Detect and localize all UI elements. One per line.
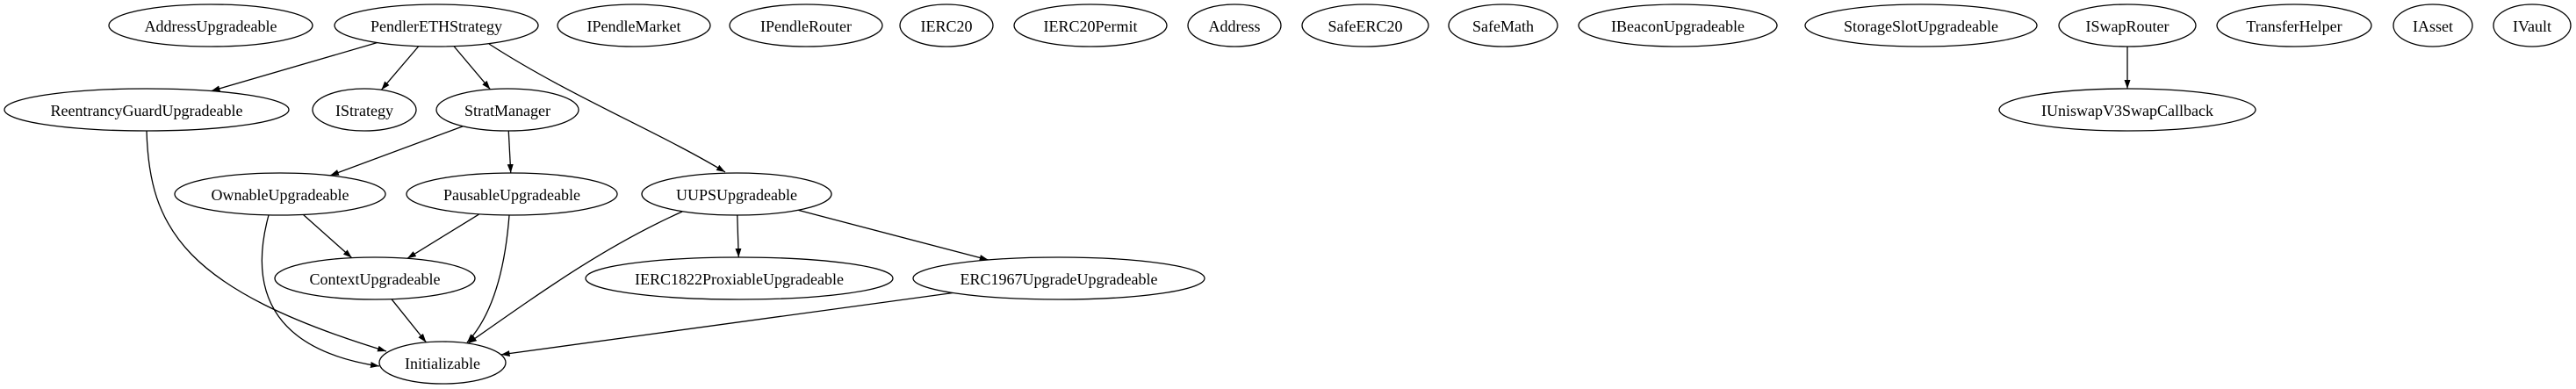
node-ellipse [435,88,579,132]
node-label: IBeaconUpgradeable [1611,18,1745,35]
edge-PendlerETHStrategy-to-StratManager [453,46,491,90]
node-SafeERC20: SafeERC20 [1301,4,1429,47]
nodes: AddressUpgradeable PendlerETHStrategy IPen… [4,4,2572,385]
node-IStrategy: IStrategy [312,88,417,132]
node-label: UUPSUpgradeable [676,186,797,204]
node-label: SafeMath [1472,18,1534,35]
node-label: Address [1209,18,1261,35]
edge-ReentrancyGuardUpgradeable-to-Initializable [146,130,387,352]
node-IERC20Permit: IERC20Permit [1013,4,1168,47]
node-label: PendlerETHStrategy [371,18,502,35]
node-ellipse [1301,4,1429,47]
edge-StratManager-to-PausableUpgradeable [507,130,514,174]
node-label: IVault [2513,18,2551,35]
edge-PendlerETHStrategy-to-UUPSUpgradeable [488,43,726,173]
node-IVault: IVault [2493,4,2572,47]
node-label: ReentrancyGuardUpgradeable [51,102,243,119]
node-ellipse [1013,4,1168,47]
node-ellipse [1578,4,1778,47]
edge-OwnableUpgradeable-to-Initializable [261,214,380,368]
edges [146,41,2131,368]
edge-UUPSUpgradeable-to-IERC1822ProxiableUpgradeable [735,214,742,258]
edge-UUPSUpgradeable-to-ERC1967UpgradeUpgradeable [797,209,989,261]
node-AddressUpgradeable: AddressUpgradeable [108,4,313,47]
node-label: IPendleRouter [760,18,852,35]
edge-PausableUpgradeable-to-ContextUpgradeable [407,213,480,259]
node-label: TransferHelper [2246,18,2342,35]
node-ERC1967UpgradeUpgradeable: ERC1967UpgradeUpgradeable [912,256,1205,300]
node-ellipse [1187,4,1282,47]
edge-ContextUpgradeable-to-Initializable [391,299,427,343]
edge-PausableUpgradeable-to-Initializable [466,214,510,343]
node-ellipse [557,4,711,47]
node-ellipse [899,4,994,47]
node-ellipse [312,88,417,132]
node-PausableUpgradeable: PausableUpgradeable [406,172,618,216]
node-ellipse [729,4,883,47]
node-ellipse [912,256,1205,300]
node-label: IERC20 [920,18,972,35]
node-ellipse [334,4,539,47]
node-ellipse [108,4,313,47]
node-IPendleMarket: IPendleMarket [557,4,711,47]
node-ellipse [2058,4,2197,47]
node-ellipse [1998,88,2256,132]
node-label: IUniswapV3SwapCallback [2041,102,2213,119]
node-IAsset: IAsset [2393,4,2473,47]
node-label: OwnableUpgradeable [212,186,349,204]
node-ReentrancyGuardUpgradeable: ReentrancyGuardUpgradeable [4,88,290,132]
edge-PendlerETHStrategy-to-ReentrancyGuardUpgradeable [211,41,378,92]
node-ellipse [1804,4,2038,47]
edge-OwnableUpgradeable-to-ContextUpgradeable [302,213,353,259]
node-ellipse [2216,4,2372,47]
node-ellipse [585,256,894,300]
node-label: IERC20Permit [1044,18,1138,35]
node-StratManager: StratManager [435,88,579,132]
edge-ERC1967UpgradeUpgradeable-to-Initializable [500,292,953,357]
edge-UUPSUpgradeable-to-Initializable [467,211,683,344]
node-SafeMath: SafeMath [1448,4,1558,47]
node-label: IStrategy [335,102,393,119]
node-ellipse [406,172,618,216]
node-PendlerETHStrategy: PendlerETHStrategy [334,4,539,47]
node-OwnableUpgradeable: OwnableUpgradeable [174,172,386,216]
node-ellipse [174,172,386,216]
node-label: ContextUpgradeable [310,270,441,288]
node-label: IERC1822ProxiableUpgradeable [635,270,844,288]
node-ellipse [641,172,832,216]
node-label: StorageSlotUpgradeable [1844,18,1998,35]
node-label: PausableUpgradeable [443,186,580,204]
node-ellipse [2393,4,2473,47]
node-UUPSUpgradeable: UUPSUpgradeable [641,172,832,216]
node-ContextUpgradeable: ContextUpgradeable [274,256,476,300]
node-label: ERC1967UpgradeUpgradeable [961,270,1158,288]
node-ellipse [2493,4,2572,47]
node-TransferHelper: TransferHelper [2216,4,2372,47]
node-ISwapRouter: ISwapRouter [2058,4,2197,47]
node-label: IAsset [2413,18,2453,35]
node-label: StratManager [464,102,550,119]
node-Address: Address [1187,4,1282,47]
node-ellipse [378,341,507,385]
node-IPendleRouter: IPendleRouter [729,4,883,47]
node-IERC20: IERC20 [899,4,994,47]
node-label: SafeERC20 [1328,18,1403,35]
node-label: ISwapRouter [2086,18,2169,35]
node-StorageSlotUpgradeable: StorageSlotUpgradeable [1804,4,2038,47]
node-IUniswapV3SwapCallback: IUniswapV3SwapCallback [1998,88,2256,132]
node-ellipse [274,256,476,300]
edge-PendlerETHStrategy-to-IStrategy [380,46,420,90]
node-IERC1822ProxiableUpgradeable: IERC1822ProxiableUpgradeable [585,256,894,300]
node-label: Initializable [405,355,480,372]
node-ellipse [4,88,290,132]
node-Initializable: Initializable [378,341,507,385]
node-IBeaconUpgradeable: IBeaconUpgradeable [1578,4,1778,47]
edge-StratManager-to-OwnableUpgradeable [329,126,464,176]
node-label: IPendleMarket [587,18,681,35]
node-ellipse [1448,4,1558,47]
node-label: AddressUpgradeable [145,18,277,35]
